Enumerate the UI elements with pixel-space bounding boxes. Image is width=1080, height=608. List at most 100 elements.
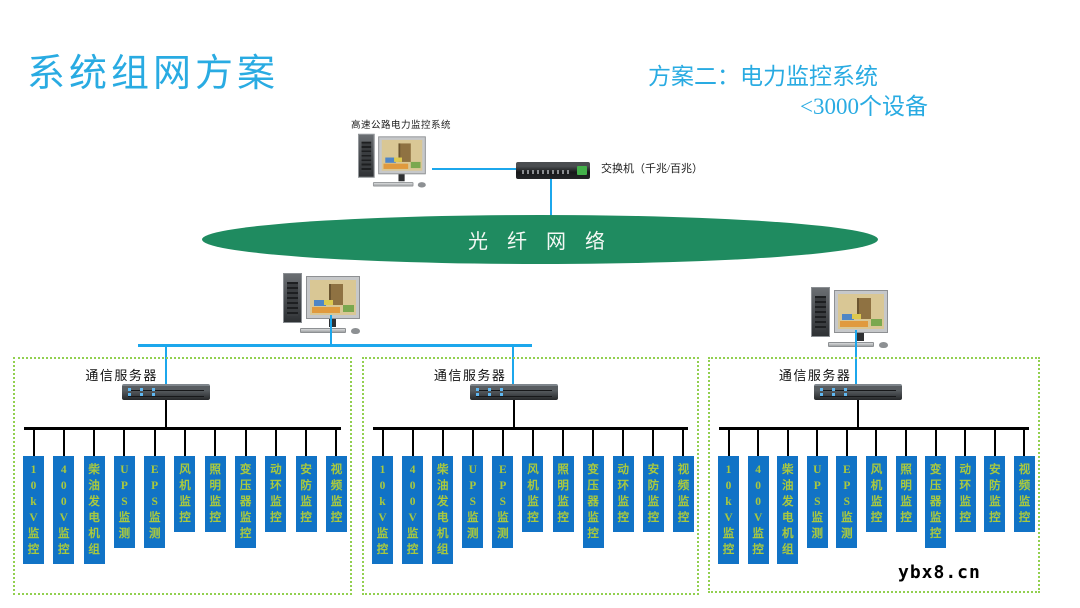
rack-server-row (819, 387, 896, 392)
device-bar-char: E (150, 464, 159, 476)
device-bar-label: 动环监控 (954, 456, 976, 532)
device-bar-char: 控 (406, 544, 419, 556)
device-bar-stub (622, 430, 625, 456)
device-bar-char: 明 (900, 480, 912, 492)
server-bus-stem (512, 400, 515, 427)
screen-graphic (839, 320, 869, 327)
device-bar-stub (305, 430, 308, 456)
device-bar-char: 安 (989, 464, 1001, 476)
device-bar-label: 视频监控 (1013, 456, 1035, 532)
server-led (499, 393, 503, 397)
device-bar-char: 组 (436, 544, 449, 556)
device-bar-char: 监 (179, 496, 191, 508)
device-bar-char: 频 (677, 480, 690, 492)
fiber-network-ellipse: 光 纤 网 络 (202, 215, 878, 264)
screen-graphic (857, 297, 872, 319)
device-bar-char: 柴 (88, 464, 100, 476)
device-bar-char: 控 (870, 512, 883, 524)
device-bar-char: 1 (379, 464, 386, 476)
plan-subtitle-line1: 方案二：电力监控系统 (648, 64, 878, 89)
device-bar-char: U (120, 464, 129, 476)
device-bar-label: 风机监控 (522, 456, 544, 532)
device-bar-char: 风 (527, 464, 539, 476)
device-bar-char: 监 (527, 496, 539, 508)
device-bar-char: 视 (330, 464, 343, 476)
device-bar-char: 1 (725, 464, 732, 476)
device-bar-label: 照明监控 (895, 456, 917, 532)
device-bar-stub (727, 430, 730, 456)
device-bar-char: 4 (409, 464, 416, 476)
device-bar-label: 安防监控 (984, 456, 1006, 532)
device-bar-char: 安 (300, 464, 312, 476)
device-bar-char: 频 (330, 480, 343, 492)
device-bar-char: 控 (300, 512, 312, 524)
server-bus-stem (856, 400, 859, 427)
device-bar-char: 监 (270, 496, 282, 508)
device-bar-char: 油 (781, 480, 794, 492)
device-bar-stub (934, 430, 937, 456)
device-bar-char: 发 (88, 496, 100, 508)
switch-power-led (577, 166, 587, 175)
device-bar-char: 监 (587, 512, 599, 524)
device-bar-char: 照 (900, 464, 912, 476)
device-bar-stub (993, 430, 996, 456)
device-bar-stub (875, 430, 878, 456)
device-bar-char: 监 (27, 528, 40, 540)
device-bar-char: 0 (409, 496, 416, 508)
device-bar-char: 安 (647, 464, 660, 476)
device-bar-item-9: 安防监控 (642, 430, 664, 564)
device-bar-char: 监 (841, 512, 853, 524)
computer-tower (283, 273, 302, 323)
device-bar-char: 控 (989, 512, 1001, 524)
device-bar-char: 控 (929, 528, 942, 540)
device-bar-char: 明 (557, 480, 569, 492)
device-bar-char: 监 (118, 512, 131, 524)
device-bar-char: 0 (30, 480, 37, 492)
device-bar-char: 照 (557, 464, 569, 476)
screen-graphic (398, 143, 411, 162)
device-bar-stub (845, 430, 848, 456)
switch-ports (522, 170, 572, 174)
connector-workstation-switch (432, 168, 518, 170)
device-bar-char: 控 (557, 512, 569, 524)
device-bar-char: 发 (436, 496, 449, 508)
device-bar-char: V (378, 512, 387, 524)
device-bar-char: P (151, 480, 159, 492)
rack-server-icon (121, 384, 210, 400)
screen-graphic (383, 163, 409, 169)
device-bar-stub (123, 430, 126, 456)
device-bar-label: 视频监控 (672, 456, 694, 532)
device-bar-stub (757, 430, 760, 456)
device-bar-stub (441, 430, 444, 456)
device-bar-char: 0 (60, 496, 67, 508)
device-bar-char: 控 (587, 528, 599, 540)
device-bar-char: 测 (497, 528, 509, 540)
device-bar-item-9: 安防监控 (984, 430, 1006, 564)
device-bar-char: 柴 (436, 464, 449, 476)
device-bar-item-8: 动环监控 (954, 430, 976, 564)
device-bar-item-6: 照明监控 (552, 430, 574, 564)
page-title: 系统组网方案 (27, 53, 280, 95)
keyboard-icon (372, 182, 414, 187)
device-bar-char: 监 (722, 528, 735, 540)
device-bar-stub (786, 430, 789, 456)
device-bar-char: 测 (148, 528, 161, 540)
server-bus-stem (164, 400, 167, 427)
watermark: ybx8.cn (894, 562, 985, 583)
server-led (127, 387, 131, 391)
device-bar-stub (381, 430, 384, 456)
monitor-workstation-icon-left (283, 271, 363, 335)
screen-graphic (311, 306, 341, 313)
device-bar-char: 监 (497, 512, 509, 524)
device-bar-char: 电 (781, 512, 794, 524)
device-bar-char: 发 (781, 496, 794, 508)
comm-server-label: 通信服务器 (778, 368, 852, 383)
device-bar-char: 控 (959, 512, 972, 524)
